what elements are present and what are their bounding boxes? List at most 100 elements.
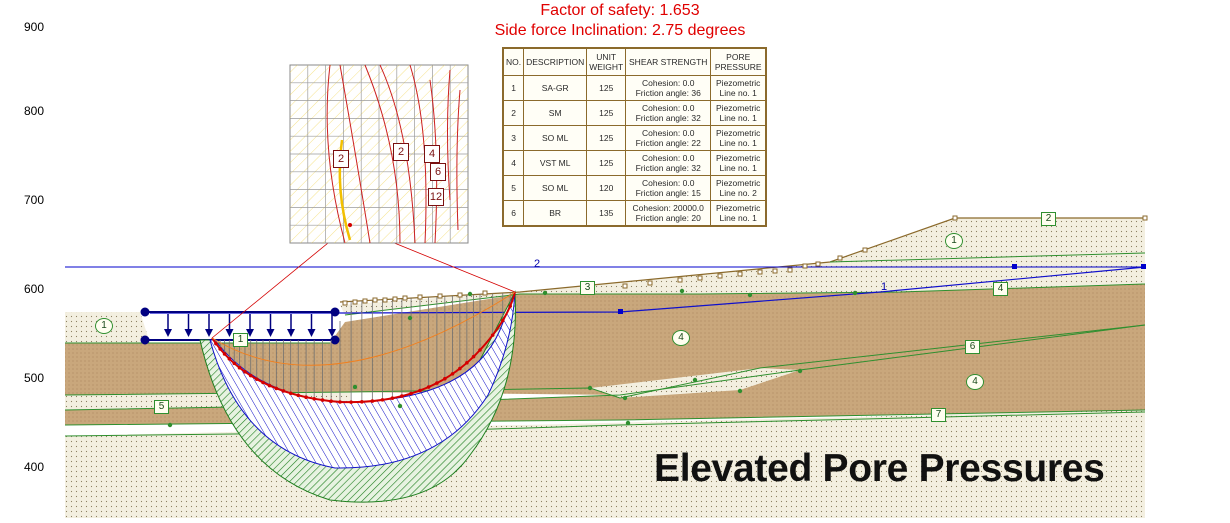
slip-point bbox=[490, 333, 495, 337]
piezometric-node bbox=[1012, 264, 1017, 269]
material-label-box: 2 bbox=[1041, 212, 1056, 226]
slip-point bbox=[400, 394, 404, 398]
col-header-unit-weight: UNIT WEIGHT bbox=[586, 47, 627, 76]
layer-lower-brown bbox=[65, 325, 1145, 425]
boundary-node bbox=[692, 377, 698, 383]
slip-point bbox=[232, 361, 237, 366]
surcharge-arrowhead bbox=[287, 329, 295, 337]
grid-center-point bbox=[348, 223, 352, 227]
boundary-node bbox=[852, 290, 858, 296]
material-label-circle: 4 bbox=[966, 374, 984, 390]
col-header-shear-strength: SHEAR STRENGTH bbox=[625, 47, 712, 76]
surface-node bbox=[372, 297, 378, 303]
friction-text: Friction angle: 36 bbox=[635, 88, 701, 98]
boundary-node bbox=[467, 291, 473, 297]
surface-node bbox=[677, 277, 683, 283]
factor-of-safety-title: Factor of safety: 1.653 bbox=[540, 2, 700, 19]
boundary-node bbox=[622, 395, 628, 401]
friction-text: Friction angle: 32 bbox=[635, 163, 701, 173]
boundary-node bbox=[679, 288, 685, 294]
contour-label: 2 bbox=[333, 150, 349, 168]
cohesion-text: Cohesion: 0.0 bbox=[641, 153, 695, 163]
slip-point bbox=[418, 388, 422, 393]
cell-description: VST ML bbox=[523, 150, 588, 176]
surface-node bbox=[647, 280, 653, 286]
surface-node bbox=[437, 293, 443, 299]
surface-node bbox=[757, 269, 763, 275]
contour-label: 6 bbox=[430, 163, 446, 181]
slip-point bbox=[508, 304, 512, 308]
soil-properties-table: NO. DESCRIPTION UNIT WEIGHT SHEAR STRENG… bbox=[502, 47, 768, 227]
slip-point bbox=[288, 391, 293, 396]
pore-type-text: Piezometric bbox=[716, 153, 761, 163]
cell-unit-weight: 120 bbox=[586, 175, 627, 201]
boundary-node bbox=[797, 368, 803, 374]
surface-node bbox=[1142, 215, 1148, 221]
surcharge-arrowhead bbox=[328, 329, 336, 337]
surcharge-arrows bbox=[164, 314, 336, 337]
slip-point bbox=[296, 393, 301, 398]
contour-line bbox=[456, 89, 461, 231]
cell-description: BR bbox=[523, 200, 588, 227]
cohesion-text: Cohesion: 0.0 bbox=[641, 103, 695, 113]
slip-point bbox=[450, 372, 455, 376]
caption: Elevated Pore Pressures bbox=[654, 447, 1105, 490]
friction-text: Friction angle: 32 bbox=[635, 113, 701, 123]
cell-unit-weight: 135 bbox=[586, 200, 627, 227]
contour-line bbox=[364, 64, 401, 244]
slip-point bbox=[370, 399, 375, 403]
surface-node bbox=[382, 297, 388, 303]
y-tick-label: 700 bbox=[23, 193, 44, 207]
contour-line bbox=[326, 64, 346, 244]
y-tick-label: 900 bbox=[23, 20, 44, 34]
surface-node bbox=[952, 215, 958, 221]
slip-point bbox=[500, 318, 505, 323]
layer-fill-right bbox=[830, 218, 1145, 262]
cell-no: 3 bbox=[502, 125, 525, 151]
surface-node bbox=[362, 298, 368, 304]
surface-node bbox=[815, 261, 821, 267]
slip-point bbox=[281, 389, 286, 393]
cohesion-text: Cohesion: 20000.0 bbox=[632, 203, 704, 213]
surcharge-node bbox=[330, 307, 340, 317]
surcharge-arrowhead bbox=[164, 329, 172, 337]
surcharge-node bbox=[140, 307, 150, 317]
slip-point bbox=[227, 357, 232, 361]
slip-point bbox=[458, 366, 462, 371]
col-header-description: DESCRIPTION bbox=[523, 47, 588, 76]
layer-upper-brown bbox=[65, 284, 1145, 395]
contour-line bbox=[447, 69, 451, 201]
material-label-circle: 1 bbox=[95, 318, 113, 334]
boundary-node bbox=[625, 420, 631, 426]
material-label-box: 1 bbox=[233, 333, 248, 347]
pore-type-text: Piezometric bbox=[716, 178, 761, 188]
material-label-box: 3 bbox=[580, 281, 595, 295]
cohesion-text: Cohesion: 0.0 bbox=[641, 128, 695, 138]
surcharge-arrowhead bbox=[184, 329, 193, 337]
pore-line-text: Line no. 1 bbox=[719, 163, 757, 173]
pore-type-text: Piezometric bbox=[716, 78, 761, 88]
surface-markers bbox=[342, 215, 1148, 306]
slip-point bbox=[312, 396, 316, 401]
trial-slip-surface bbox=[211, 291, 516, 366]
radius-line-left bbox=[211, 224, 351, 339]
boundary-node bbox=[352, 384, 358, 390]
boundary-node bbox=[397, 403, 403, 409]
material-label-box: 5 bbox=[154, 400, 169, 414]
cell-no: 1 bbox=[502, 75, 525, 101]
boundary-node bbox=[542, 290, 548, 296]
contour-label: 4 bbox=[424, 145, 440, 163]
